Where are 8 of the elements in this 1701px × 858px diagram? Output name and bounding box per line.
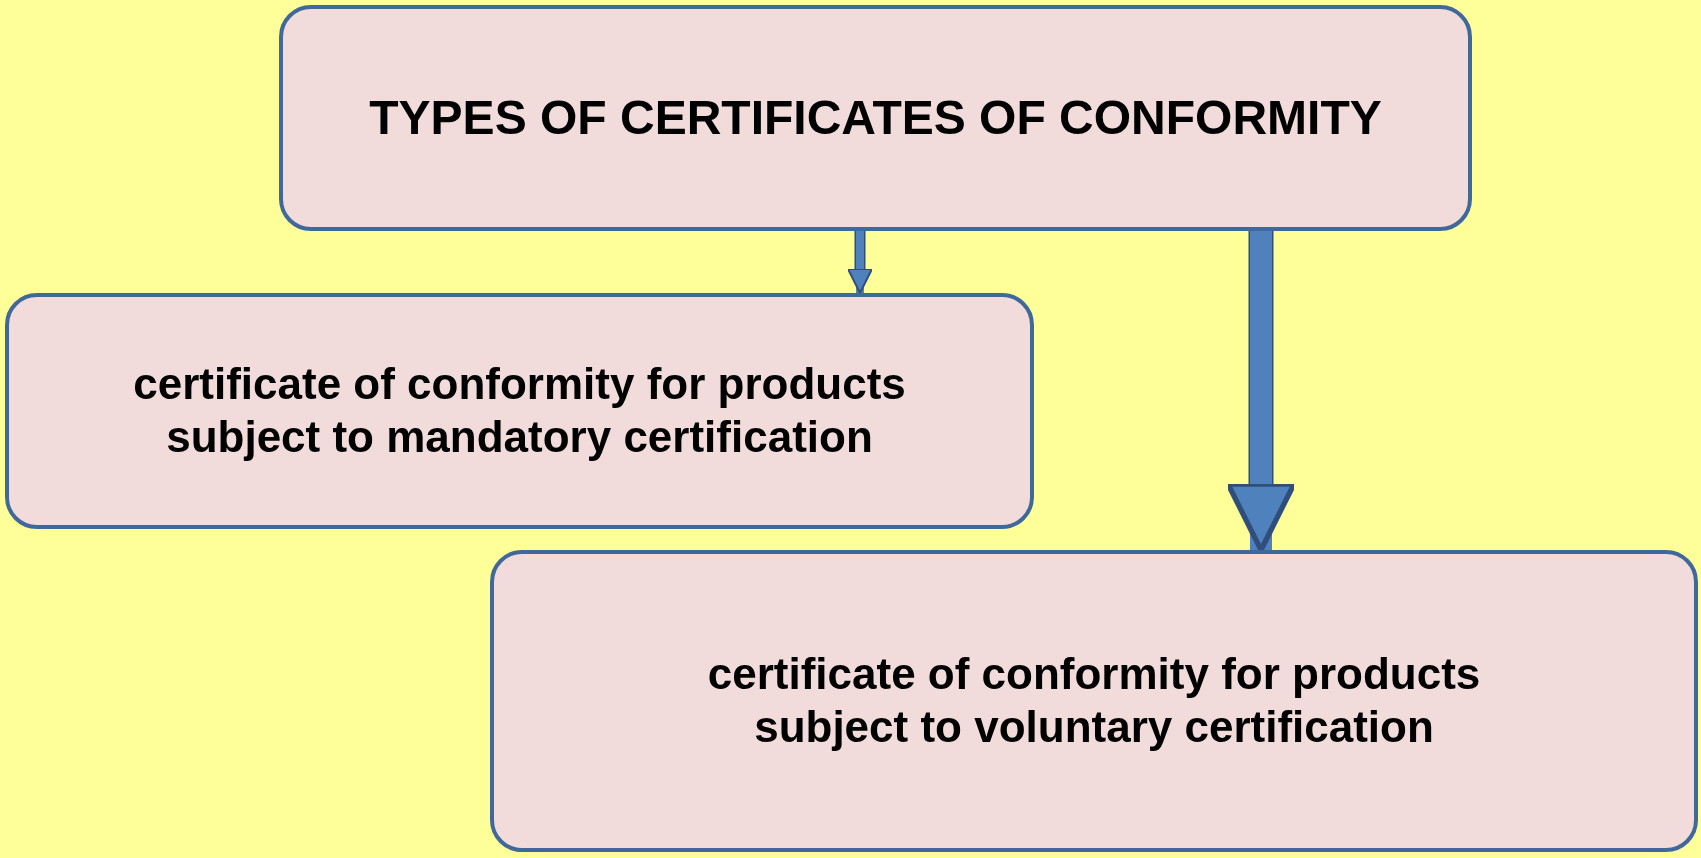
arrow [847,231,873,294]
title-box [279,5,1472,231]
category-box [490,550,1698,852]
box-text: certificate of conformity for products subject to voluntary certification [706,648,1482,753]
category-box [5,293,1034,529]
heading: TYPES OF CERTIFICATES OF CONFORMITY [369,90,1382,147]
box-text: certificate of conformity for products subject to mandatory certification [132,358,907,463]
arrow [1225,231,1297,553]
